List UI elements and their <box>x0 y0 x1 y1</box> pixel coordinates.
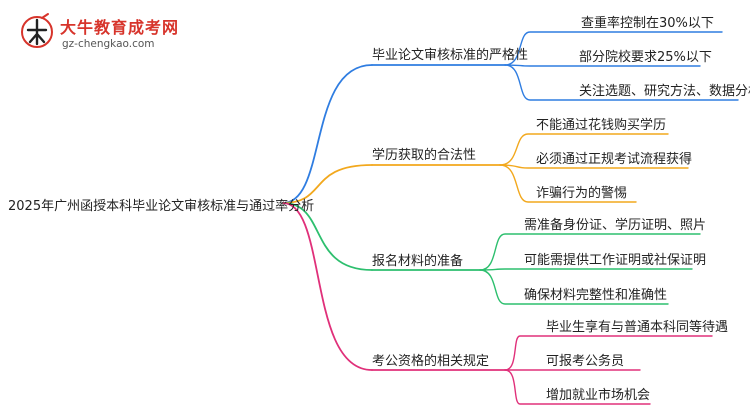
branch-1-leaf-2-connector <box>504 64 701 67</box>
branch-4-leaf-3-connector <box>504 369 651 405</box>
branch-1-leaf-3: 关注选题、研究方法、数据分析 <box>579 84 750 99</box>
branch-3-leaf-1-connector <box>479 233 701 271</box>
branch-3: 报名材料的准备 <box>372 254 464 269</box>
root-topic: 2025年广州函授本科毕业论文审核标准与通过率分析 <box>8 199 315 214</box>
connector-root-branch-1 <box>282 64 373 204</box>
branch-2-leaf-1: 不能通过花钱购买学历 <box>536 118 667 133</box>
branch-2-leaf-3: 诈骗行为的警惕 <box>536 186 628 201</box>
branch-4-leaf-1-connector <box>504 335 713 371</box>
branch-4: 考公资格的相关规定 <box>372 354 490 369</box>
logo-url: gz-chengkao.com <box>62 38 155 50</box>
branch-4-leaf-3: 增加就业市场机会 <box>546 388 651 403</box>
logo-icon <box>21 13 53 48</box>
branch-2: 学历获取的合法性 <box>372 148 477 163</box>
branch-3-leaf-3: 确保材料完整性和准确性 <box>524 288 668 303</box>
branch-2-leaf-1-connector <box>499 133 669 166</box>
logo-title: 大牛教育成考网 <box>60 18 180 37</box>
branch-3-leaf-2-connector <box>479 268 693 271</box>
site-logo[interactable]: 大牛教育成考网 gz-chengkao.com <box>6 4 206 60</box>
branch-2-leaf-2-connector <box>499 164 689 169</box>
connector-root-branch-4 <box>282 202 373 371</box>
connector-root-branch-2 <box>282 164 373 204</box>
branch-1-leaf-1: 查重率控制在30%以下 <box>581 16 714 31</box>
connector-root-branch-3 <box>282 202 373 271</box>
branch-1: 毕业论文审核标准的严格性 <box>372 48 529 63</box>
branch-1-leaf-2: 部分院校要求25%以下 <box>579 50 712 65</box>
branch-1-leaf-3-connector <box>504 64 739 101</box>
branch-4-leaf-2: 可报考公务员 <box>546 354 625 369</box>
branch-1-leaf-1-connector <box>504 31 723 66</box>
branch-2-leaf-3-connector <box>499 164 637 203</box>
branch-4-leaf-1: 毕业生享有与普通本科同等待遇 <box>546 320 729 335</box>
branch-3-leaf-1: 需准备身份证、学历证明、照片 <box>524 218 707 233</box>
branch-3-leaf-3-connector <box>479 269 669 305</box>
branch-2-leaf-2: 必须通过正规考试流程获得 <box>536 152 693 167</box>
branch-3-leaf-2: 可能需提供工作证明或社保证明 <box>524 253 707 268</box>
